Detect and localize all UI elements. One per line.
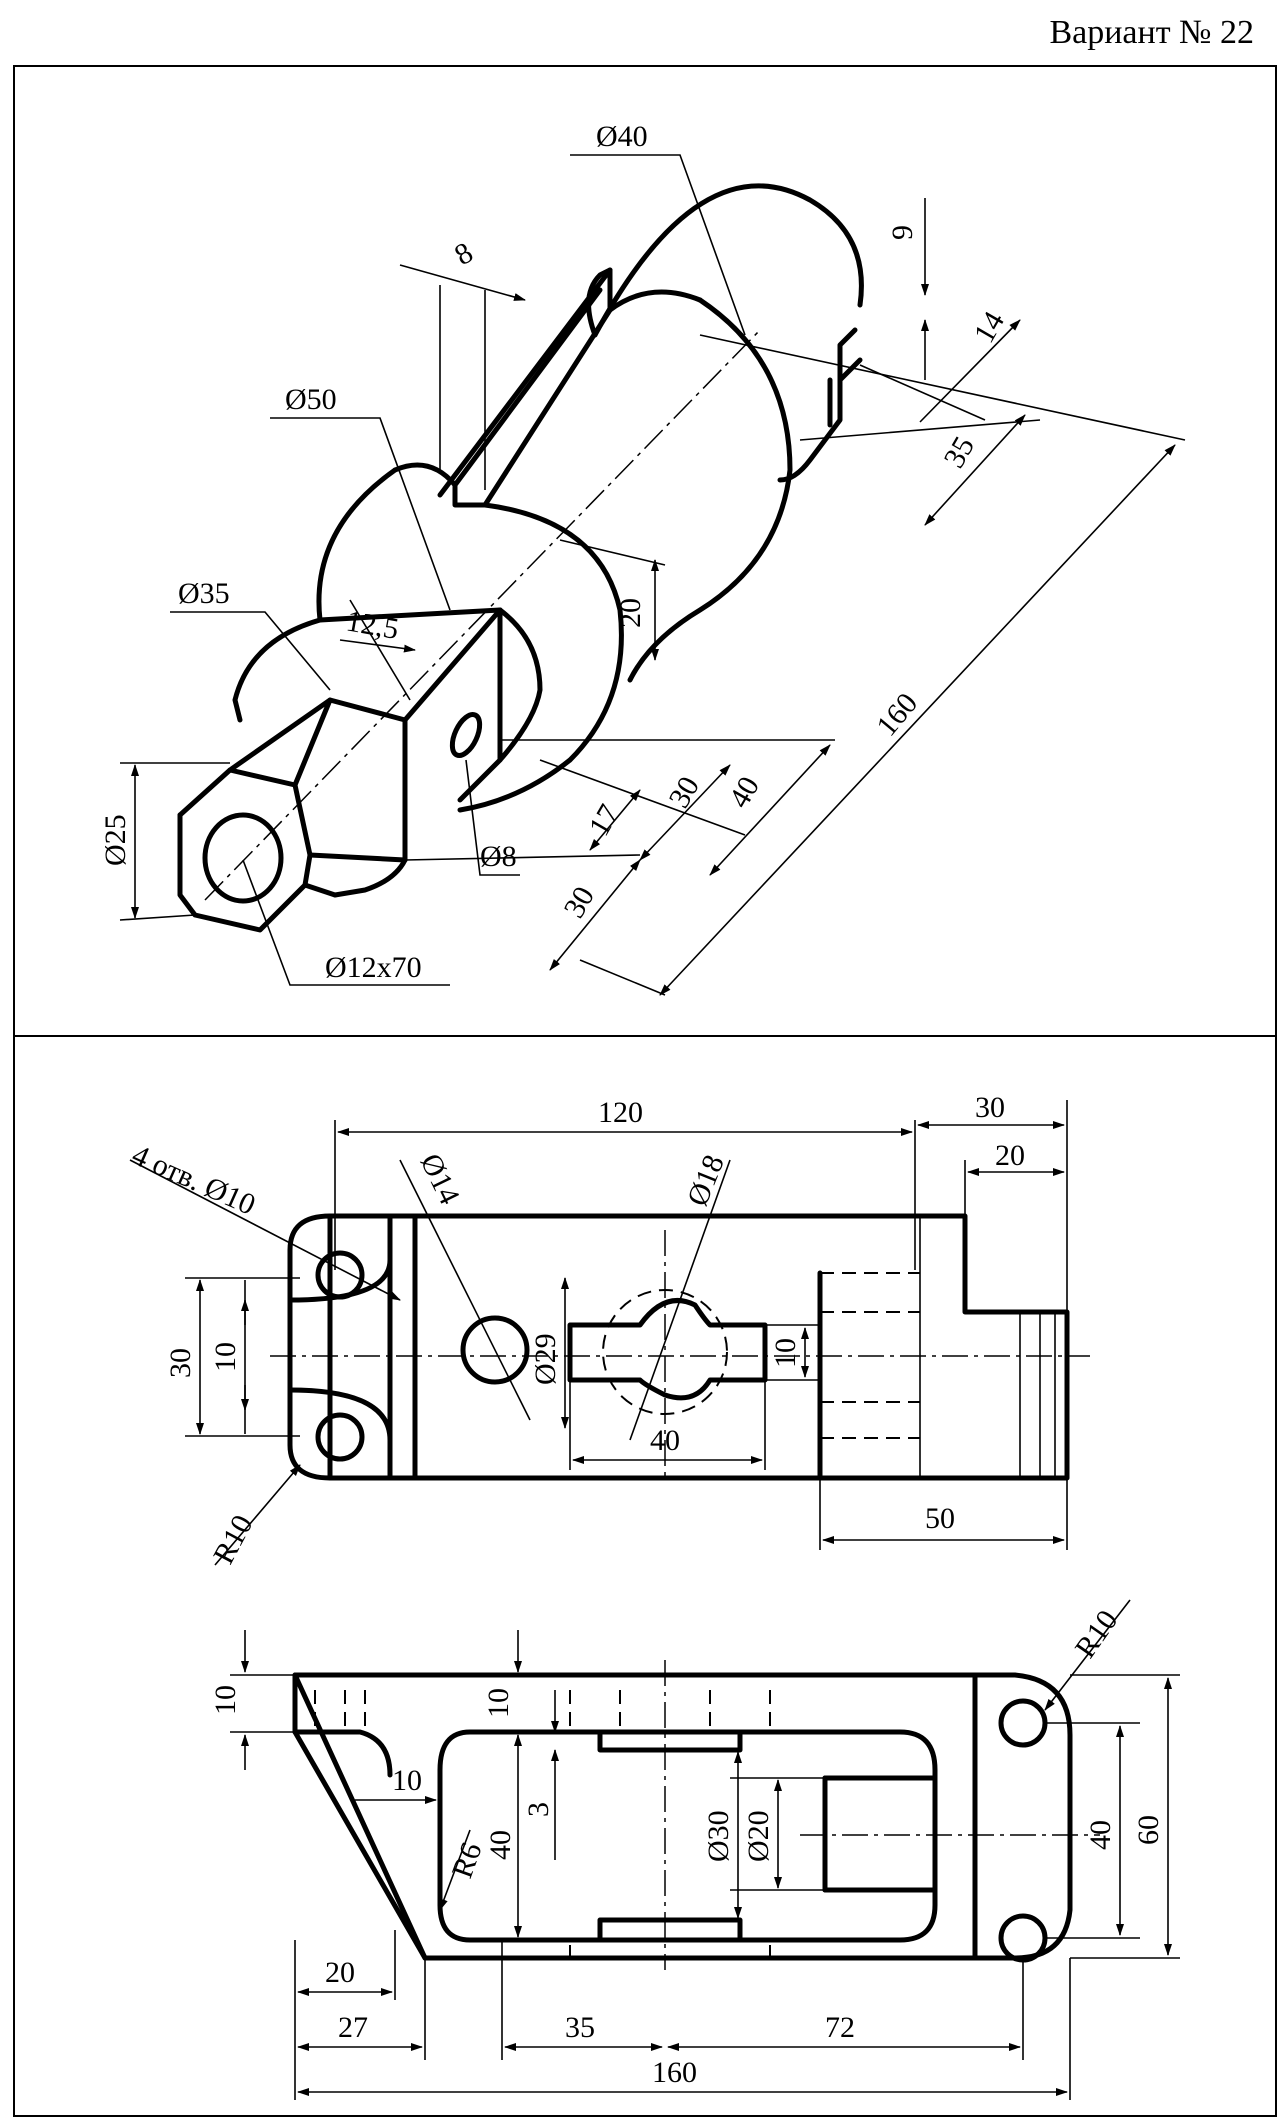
label-12-5: 12,5: [344, 604, 401, 646]
rear-cylinder-keyway: [586, 267, 703, 338]
plan-view: 120 30 20 4 отв. Ø10 Ø14 Ø18 Ø29 30 10 1…: [127, 1091, 1090, 1569]
collar-left: [316, 467, 398, 623]
plan-ear: [287, 1213, 333, 1481]
small-cyl-front: [332, 717, 408, 898]
keyway-end: [452, 482, 488, 508]
label-d35: Ø35: [178, 577, 230, 610]
front-label-10a: 10: [209, 1685, 242, 1715]
variant-title: Вариант № 22: [1049, 14, 1254, 51]
hex-bore: [202, 812, 284, 904]
front-label-27: 27: [338, 2011, 368, 2044]
hex-top: [177, 697, 408, 818]
label-d8: Ø8: [480, 840, 517, 873]
plan-label-10r: 10: [769, 1338, 802, 1368]
keyway-left-edge: [437, 267, 613, 498]
front-label-10b: 10: [482, 1688, 515, 1718]
front-label-10c: 10: [392, 1764, 422, 1797]
front-label-3: 3: [522, 1802, 555, 1817]
plan-label-10v: 10: [209, 1342, 242, 1372]
plan-label-30v: 30: [164, 1348, 197, 1378]
rear-cylinder-front-face: [627, 297, 793, 683]
flat-left: [457, 607, 503, 803]
small-cyl-top: [232, 617, 323, 723]
keyway-bottom-edge: [482, 307, 613, 508]
front-label-40v: 40: [484, 1830, 517, 1860]
front-label-d20: Ø20: [742, 1810, 775, 1862]
isometric-part: [177, 183, 864, 933]
plan-label-r10: R10: [207, 1510, 260, 1570]
plan-label-d14: Ø14: [414, 1149, 466, 1210]
label-d25: Ø25: [99, 814, 132, 866]
front-view: 10 10 40 3 10 R6 Ø30 Ø20 40 60 R10 20: [209, 1599, 1180, 2100]
front-window: [437, 1729, 938, 1943]
front-label-35: 35: [565, 2011, 595, 2044]
front-label-60: 60: [1132, 1815, 1165, 1845]
label-30b: 30: [557, 881, 601, 923]
plan-label-d18: Ø18: [681, 1150, 731, 1210]
axis-center: [204, 329, 761, 901]
label-40: 40: [722, 771, 766, 813]
keyway-top-edge: [452, 287, 603, 488]
label-d50: Ø50: [285, 383, 337, 416]
hole-d14: [460, 1315, 530, 1385]
plan-label-40: 40: [650, 1424, 680, 1457]
front-label-r10: R10: [1069, 1604, 1125, 1664]
front-label-160: 160: [652, 2056, 697, 2089]
label-8: 8: [449, 236, 478, 272]
front-label-40r: 40: [1084, 1820, 1117, 1850]
plan-outline: [327, 1213, 1070, 1481]
label-9: 9: [886, 225, 919, 240]
front-hole-1: [998, 1698, 1048, 1748]
label-35: 35: [937, 431, 981, 473]
collar-top: [392, 462, 458, 488]
top-frame: [13, 65, 1277, 1037]
rear-slot-edge: [837, 357, 863, 383]
label-14: 14: [967, 306, 1011, 348]
bottom-frame: [13, 1035, 1277, 2117]
label-20: 20: [614, 598, 647, 628]
rear-cylinder-top-arc: [592, 183, 864, 338]
collar-front-arc: [457, 502, 624, 813]
label-17: 17: [582, 799, 626, 841]
plan-label-holes: 4 отв. Ø10: [127, 1138, 260, 1221]
front-label-72: 72: [825, 2011, 855, 2044]
hole-2: [315, 1412, 365, 1462]
label-d40: Ø40: [596, 120, 648, 153]
hole-d8: [449, 712, 483, 758]
slot-d18: [567, 1298, 768, 1401]
plan-label-120: 120: [598, 1096, 643, 1129]
front-label-20: 20: [325, 1956, 355, 1989]
small-cyl-line: [317, 607, 503, 623]
label-160: 160: [870, 687, 924, 743]
plan-label-d29: Ø29: [529, 1333, 562, 1385]
flat-curve: [497, 607, 543, 763]
plan-label-20: 20: [995, 1139, 1025, 1172]
front-hole-2: [998, 1913, 1048, 1963]
front-outline: [292, 1672, 1073, 1961]
hex-front: [177, 782, 313, 933]
label-d12x70: Ø12x70: [325, 951, 422, 984]
iso-dimensions: Ø40 Ø50 Ø35 Ø25 Ø12x70 Ø8 8 9 14 35 12,5…: [99, 120, 1186, 996]
front-label-d30: Ø30: [702, 1810, 735, 1862]
plan-label-30: 30: [975, 1091, 1005, 1124]
plan-label-50: 50: [925, 1502, 955, 1535]
hole-1: [315, 1250, 365, 1300]
